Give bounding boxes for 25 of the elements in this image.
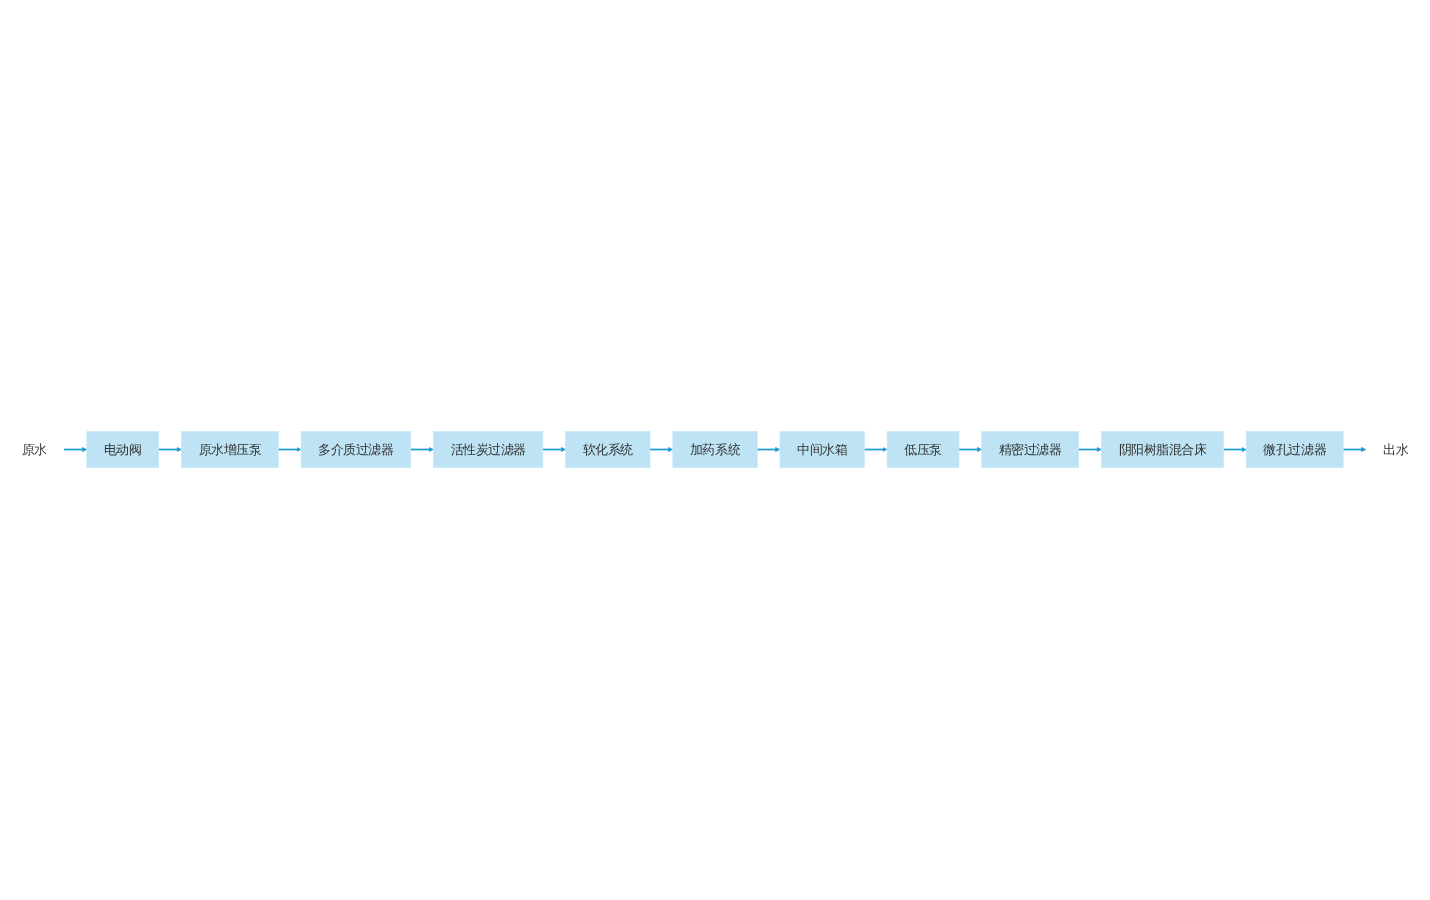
node-box: 中间水箱 — [779, 431, 865, 469]
node-box: 软化系统 — [565, 431, 651, 469]
node-box: 微孔过滤器 — [1245, 431, 1344, 469]
node-box: 多介质过滤器 — [300, 431, 411, 469]
node-text: 出水 — [1383, 442, 1409, 458]
arrow — [863, 447, 888, 453]
arrow — [649, 447, 674, 453]
arrow — [157, 447, 182, 453]
arrow — [1222, 447, 1247, 453]
arrow — [542, 447, 566, 453]
arrow — [958, 447, 982, 453]
node-box: 精密过滤器 — [981, 431, 1079, 469]
node-box: 电动阀 — [86, 431, 159, 469]
node-text: 原水 — [21, 442, 47, 458]
node-box: 原水增压泵 — [181, 431, 279, 469]
arrow — [1077, 447, 1102, 453]
arrow — [277, 447, 302, 453]
arrow — [1342, 447, 1367, 453]
arrow — [756, 447, 781, 453]
node-box: 加药系统 — [672, 431, 758, 469]
arrow — [63, 447, 88, 453]
node-box: 阴阳树脂混合床 — [1101, 431, 1224, 469]
arrow — [409, 447, 434, 453]
node-box: 低压泵 — [886, 431, 960, 469]
node-box: 活性炭过滤器 — [433, 431, 544, 469]
